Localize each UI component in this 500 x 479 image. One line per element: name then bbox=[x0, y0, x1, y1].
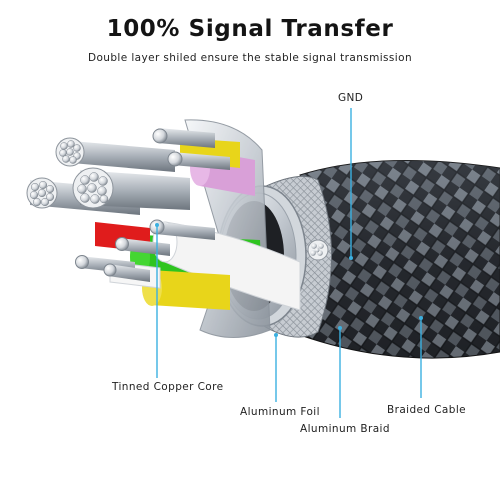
tinned-copper-core-label: Tinned Copper Core bbox=[112, 381, 224, 393]
page-subtitle: Double layer shiled ensure the stable si… bbox=[87, 52, 412, 64]
page-title: 100% Signal Transfer bbox=[106, 16, 394, 42]
gnd-label: GND bbox=[338, 92, 364, 104]
aluminum-braid-label: Aluminum Braid bbox=[300, 423, 390, 435]
tinned-copper-strands bbox=[26, 128, 230, 282]
aluminum-foil-label: Aluminum Foil bbox=[240, 406, 320, 418]
gnd-drain-wire bbox=[307, 239, 329, 261]
braided-cable-label: Braided Cable bbox=[387, 404, 467, 416]
